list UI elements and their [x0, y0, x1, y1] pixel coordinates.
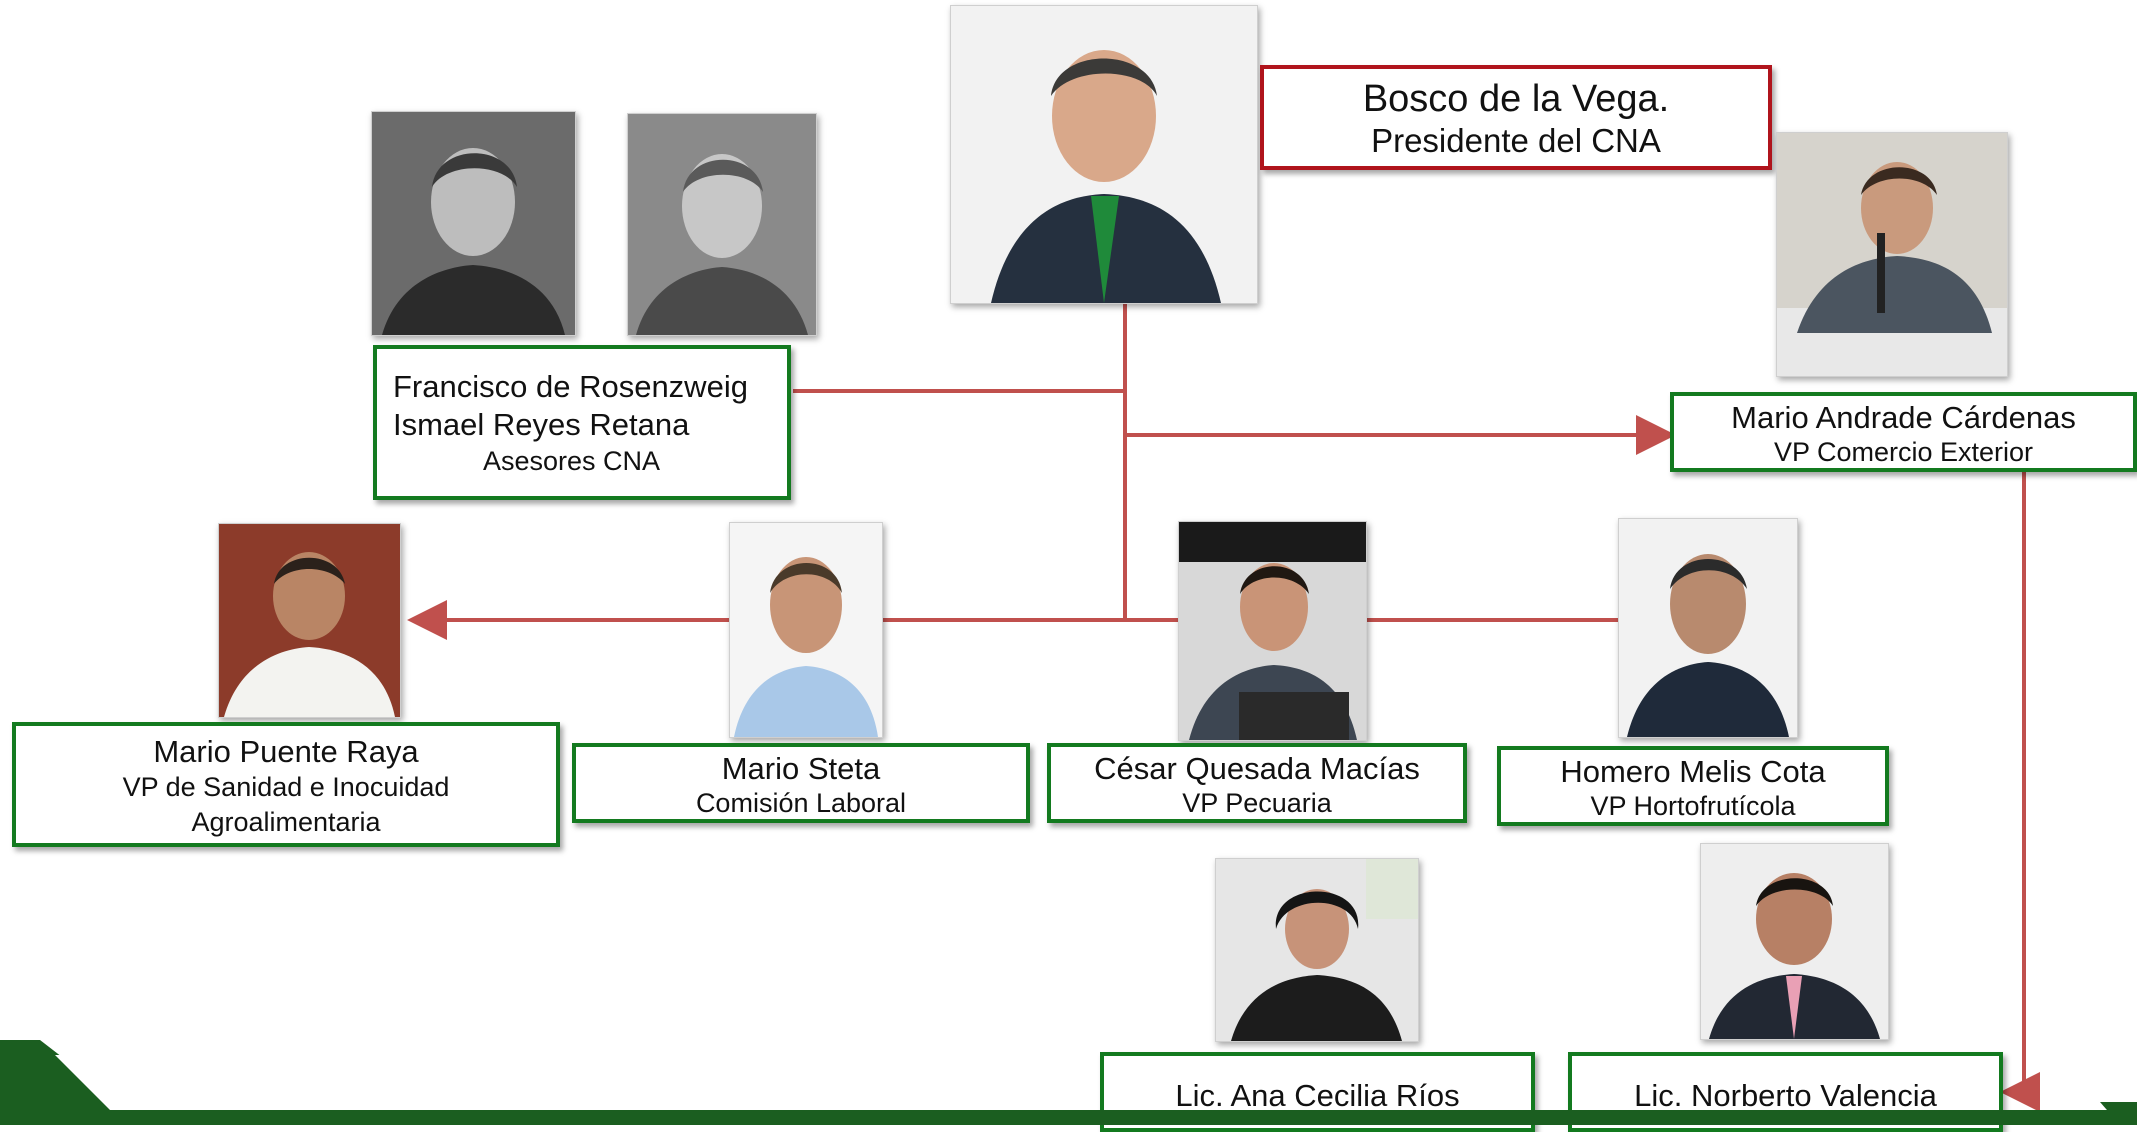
laboral-name: Mario Steta: [721, 751, 881, 786]
president-role: Presidente del CNA: [1371, 122, 1661, 159]
photo-pecuaria: [1178, 521, 1367, 741]
laboral-box: Mario Steta Comisión Laboral: [572, 743, 1030, 823]
hortofruticola-name: Homero Melis Cota: [1560, 754, 1826, 789]
hortofruticola-box: Homero Melis Cota VP Hortofrutícola: [1497, 746, 1889, 826]
advisors-role: Asesores CNA: [483, 446, 661, 476]
president-name: Bosco de la Vega.: [1362, 78, 1670, 120]
photo-comercio: [1776, 132, 2008, 377]
comercio-box: Mario Andrade Cárdenas VP Comercio Exter…: [1670, 392, 2137, 472]
photo-laboral: [729, 522, 883, 738]
pecuaria-name: César Quesada Macías: [1094, 751, 1420, 786]
advisor-name-2: Ismael Reyes Retana: [393, 407, 690, 442]
sanidad-name: Mario Puente Raya: [153, 734, 419, 769]
president-box: Bosco de la Vega. Presidente del CNA: [1260, 65, 1772, 170]
laboral-role: Comisión Laboral: [695, 788, 907, 818]
photo-advisor-2: [627, 113, 817, 336]
photo-valencia: [1700, 843, 1889, 1040]
sanidad-role-line1: VP de Sanidad e Inocuidad: [122, 772, 450, 802]
advisor-name-1: Francisco de Rosenzweig: [393, 369, 748, 404]
footer-band: [0, 1040, 2137, 1125]
photo-sanidad: [218, 523, 401, 718]
hortofruticola-role: VP Hortofrutícola: [1590, 791, 1796, 821]
sanidad-box: Mario Puente Raya VP de Sanidad e Inocui…: [12, 722, 560, 847]
pecuaria-role: VP Pecuaria: [1182, 788, 1332, 818]
photo-rios: [1215, 858, 1419, 1042]
advisors-box: Francisco de Rosenzweig Ismael Reyes Ret…: [373, 345, 791, 500]
pecuaria-box: César Quesada Macías VP Pecuaria: [1047, 743, 1467, 823]
comercio-role: VP Comercio Exterior: [1773, 437, 2034, 467]
valencia-name: Lic. Norberto Valencia: [1634, 1078, 1937, 1113]
photo-hortofruticola: [1618, 518, 1798, 738]
sanidad-role-line2: Agroalimentaria: [191, 807, 381, 837]
photo-advisor-1: [371, 111, 576, 336]
photo-president: [950, 5, 1258, 304]
arrow-to-valencia: [2000, 472, 2040, 1112]
rios-name: Lic. Ana Cecilia Ríos: [1175, 1078, 1460, 1113]
comercio-name: Mario Andrade Cárdenas: [1731, 400, 2076, 435]
